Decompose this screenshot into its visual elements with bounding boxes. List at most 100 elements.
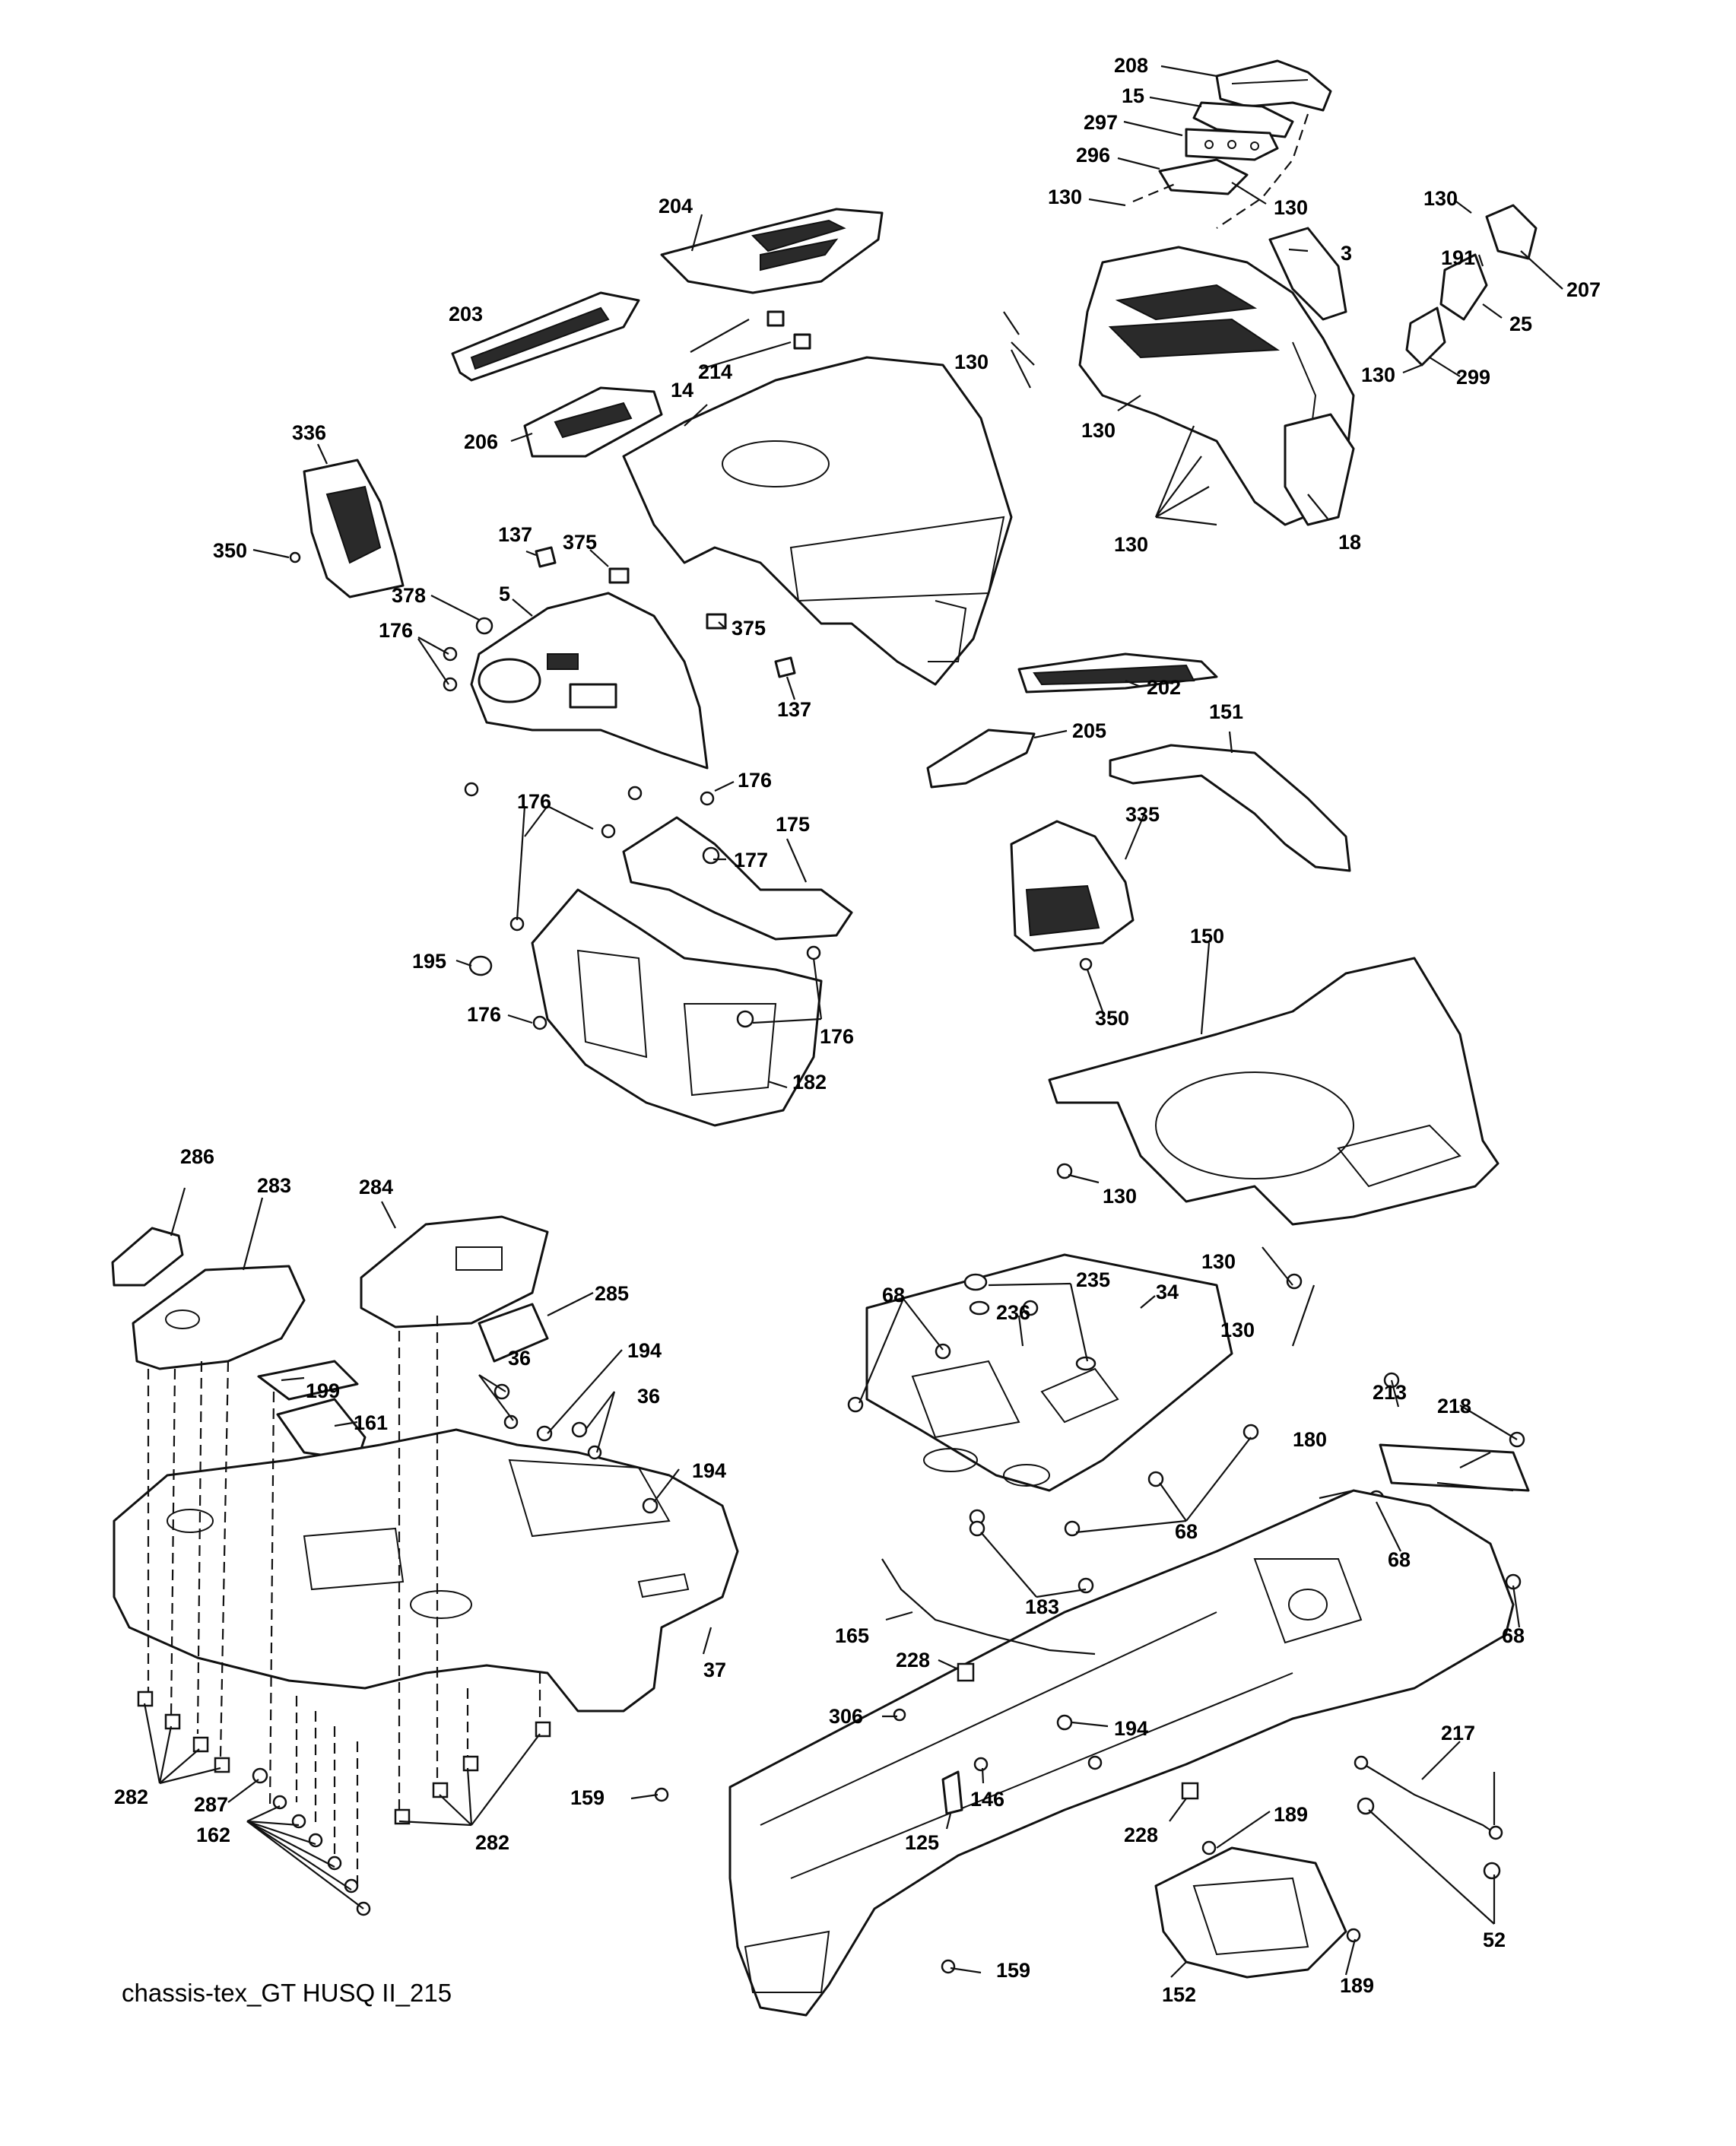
callout-150: 150 (1190, 925, 1224, 948)
callout-217: 217 (1441, 1722, 1475, 1744)
dash-130-top (1132, 181, 1179, 203)
callout-125: 125 (905, 1831, 939, 1854)
callout-130-b: 130 (1274, 196, 1308, 219)
frame-180 (728, 1489, 1515, 2017)
callout-297: 297 (1084, 111, 1118, 134)
callout-137-a: 137 (498, 523, 532, 546)
nut-194 (1056, 1714, 1103, 1770)
callout-378: 378 (392, 584, 426, 607)
spacer-228b (1181, 1782, 1199, 1800)
callout-205: 205 (1072, 719, 1106, 742)
callout-159-a: 159 (570, 1786, 605, 1809)
dash-grille-stack (1216, 113, 1309, 229)
grommet-195 (468, 955, 493, 976)
grille-202 (1017, 652, 1218, 694)
callout-283: 283 (257, 1174, 291, 1197)
nuts-52 (1357, 1797, 1501, 1880)
callout-34: 34 (1156, 1281, 1179, 1303)
hood-14 (622, 356, 1013, 686)
screw-350a (289, 551, 301, 563)
headlight-207 (1485, 204, 1538, 260)
callout-203: 203 (449, 303, 483, 325)
trim-205 (926, 729, 1036, 789)
callout-5: 5 (499, 583, 510, 605)
callout-336: 336 (292, 421, 326, 444)
callout-68-d: 68 (1502, 1624, 1525, 1647)
callout-161: 161 (354, 1411, 388, 1434)
fender-dashes (147, 1316, 541, 1886)
callout-3: 3 (1341, 242, 1352, 265)
leader-lines (143, 65, 1563, 1978)
cover-286 (111, 1227, 184, 1287)
side-panel-3 (1268, 227, 1347, 321)
callout-183: 183 (1025, 1595, 1059, 1618)
side-panel-336 (303, 459, 405, 598)
step-152 (1154, 1846, 1347, 1979)
callout-68-b: 68 (1175, 1520, 1198, 1543)
callout-130-e: 130 (954, 351, 989, 373)
callout-194-b: 194 (692, 1459, 726, 1482)
callout-199: 199 (306, 1379, 340, 1402)
callout-176-d: 176 (467, 1003, 501, 1026)
rod-165 (881, 1558, 1096, 1656)
clip-137a (535, 546, 557, 568)
dash-panel-5 (470, 592, 709, 770)
callout-207: 207 (1566, 278, 1601, 301)
clips-282 (137, 1690, 551, 1825)
callout-68-c: 68 (1388, 1548, 1411, 1571)
callout-176-c: 176 (517, 790, 551, 813)
screws-162 (252, 1767, 371, 1916)
callout-176-a: 176 (379, 619, 413, 642)
callout-195: 195 (412, 950, 446, 973)
screw-350b (1079, 957, 1093, 971)
pad-375a (608, 567, 630, 584)
grille-lens-297 (1185, 128, 1279, 161)
callout-218: 218 (1437, 1395, 1471, 1417)
callout-36-b: 36 (637, 1385, 660, 1408)
fasteners-176 (443, 646, 821, 1030)
callout-194-c: 194 (1114, 1717, 1148, 1740)
footrest-150 (1048, 957, 1500, 1226)
callout-235: 235 (1076, 1268, 1110, 1291)
callout-189-a: 189 (1274, 1803, 1308, 1826)
lamp-299 (1405, 306, 1446, 367)
callout-296: 296 (1076, 144, 1110, 167)
callout-228-b: 228 (1124, 1824, 1158, 1846)
callout-350-a: 350 (213, 539, 247, 562)
callout-37: 37 (703, 1659, 726, 1681)
diagram-caption: chassis-tex_GT HUSQ II_215 (122, 1979, 452, 2007)
fender-37 (113, 1428, 739, 1713)
callout-130-h: 130 (1103, 1185, 1137, 1208)
callout-191: 191 (1441, 246, 1475, 269)
callout-130-d: 130 (1361, 363, 1395, 386)
callout-152: 152 (1162, 1983, 1196, 2006)
callout-375-b: 375 (732, 617, 766, 640)
bolts-189 (1201, 1840, 1361, 1943)
cup-378 (475, 617, 494, 635)
callout-137-b: 137 (777, 698, 811, 721)
bolt-183 (969, 1520, 1094, 1594)
callout-182: 182 (792, 1071, 827, 1094)
nut-306 (893, 1708, 906, 1722)
dash-tower-182 (531, 888, 823, 1127)
callout-165: 165 (835, 1624, 869, 1647)
screws-36-194 (494, 1383, 659, 1514)
callout-299: 299 (1456, 366, 1490, 389)
clip-214 (766, 310, 811, 350)
callout-286: 286 (180, 1145, 214, 1168)
cup-285 (478, 1303, 549, 1363)
callout-335: 335 (1125, 803, 1160, 826)
callout-208: 208 (1114, 54, 1148, 77)
vent-206 (523, 386, 663, 458)
bracket-151 (1109, 744, 1351, 872)
callout-162: 162 (196, 1824, 230, 1846)
lower-grille-18 (1284, 413, 1355, 526)
callout-206: 206 (464, 430, 498, 453)
callout-68-a: 68 (882, 1284, 905, 1306)
bolts-68-plate (847, 1300, 1259, 1537)
callout-282-a: 282 (114, 1786, 148, 1808)
clip-137b (774, 656, 796, 678)
callout-176-b: 176 (738, 769, 772, 792)
callout-375-a: 375 (563, 531, 597, 554)
